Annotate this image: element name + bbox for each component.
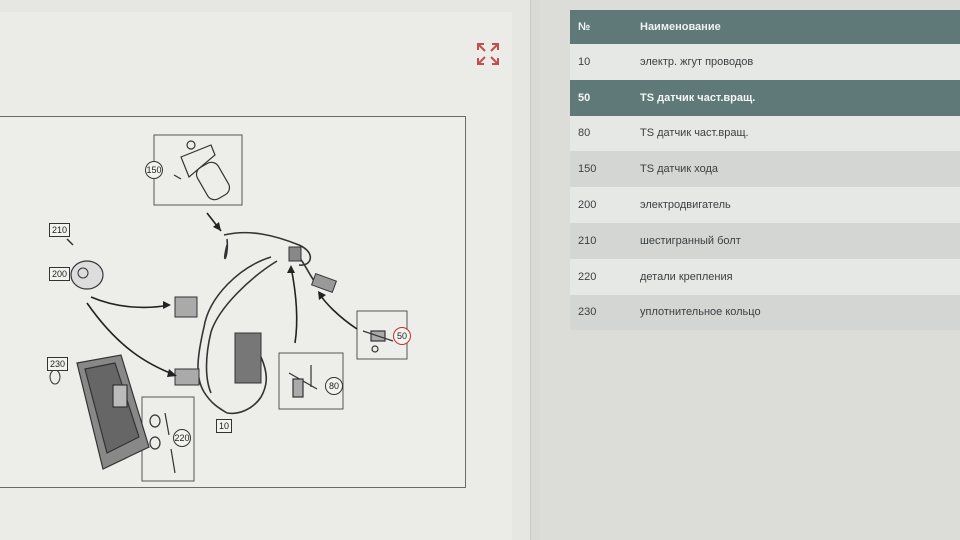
callout-200[interactable]: 200 [49,267,71,281]
part-name: TS датчик част.вращ. [636,115,960,152]
parts-list-panel: № Наименование 10 электр. жгут проводов … [540,0,960,540]
callout-210[interactable]: 210 [49,223,71,237]
fullscreen-button[interactable] [476,42,500,66]
inset-80 [278,352,344,410]
parts-table-header: № Наименование [570,10,960,44]
part-number: 210 [570,222,636,259]
part-number: 220 [570,258,636,295]
table-row[interactable]: 150 TS датчик хода [570,151,960,188]
expand-arrows-icon [477,43,499,65]
table-row-selected[interactable]: 50 TS датчик част.вращ. [570,79,960,116]
header-number[interactable]: № [570,10,636,44]
part-number: 200 [570,187,636,223]
part-number: 80 [570,115,636,152]
panel-divider [530,0,531,540]
part-name: уплотнительное кольцо [636,294,960,331]
part-name: TS датчик хода [636,151,960,188]
part-number: 230 [570,294,636,331]
table-row[interactable]: 200 электродвигатель [570,187,960,223]
table-row[interactable]: 210 шестигранный болт [570,222,960,259]
exploded-view-diagram: 150 210 200 230 220 10 80 50 [0,116,466,488]
part-name: электр. жгут проводов [636,44,960,80]
callout-50[interactable]: 50 [393,327,411,345]
header-name[interactable]: Наименование [636,10,960,44]
callout-220[interactable]: 220 [173,429,191,447]
part-name: TS датчик част.вращ. [636,79,960,116]
table-row[interactable]: 80 TS датчик част.вращ. [570,115,960,152]
callout-10[interactable]: 10 [216,419,233,433]
part-name: детали крепления [636,258,960,295]
part-name: шестигранный болт [636,222,960,259]
callout-150[interactable]: 150 [145,161,163,179]
parts-table: № Наименование 10 электр. жгут проводов … [570,10,960,331]
table-row[interactable]: 230 уплотнительное кольцо [570,294,960,331]
part-number: 150 [570,151,636,188]
callout-80[interactable]: 80 [325,377,343,395]
callout-230[interactable]: 230 [47,357,69,371]
diagram-card: 150 210 200 230 220 10 80 50 [0,12,512,540]
diagram-drawing [49,134,408,482]
table-row[interactable]: 220 детали крепления [570,258,960,295]
table-row[interactable]: 10 электр. жгут проводов [570,44,960,80]
part-name: электродвигатель [636,187,960,223]
diagram-panel: 150 210 200 230 220 10 80 50 [0,0,530,540]
part-number: 50 [570,79,636,116]
part-number: 10 [570,44,636,80]
